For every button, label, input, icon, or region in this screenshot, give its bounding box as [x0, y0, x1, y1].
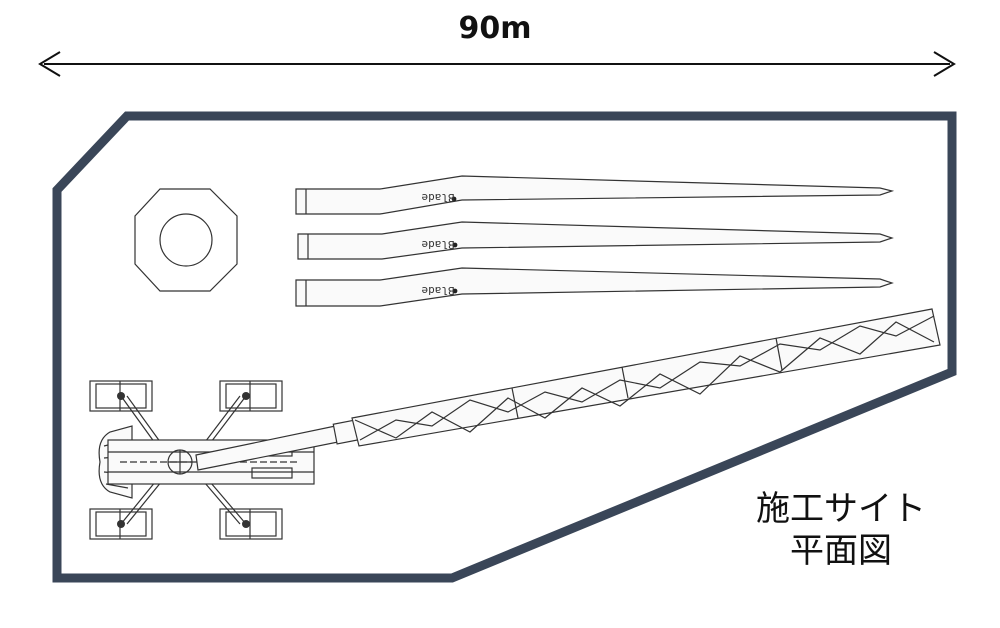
outrigger-pad-bottom-right [219, 508, 283, 540]
outrigger-pad-top-right [219, 380, 283, 412]
blade-3: Blade [295, 267, 894, 307]
dimension-label: 90m [458, 11, 531, 46]
crawler-crane [89, 308, 941, 540]
dimension-arrow [38, 51, 956, 77]
site-boundary [52, 111, 957, 583]
crane-lattice-boom [351, 308, 941, 447]
blade-3-label: Blade [421, 284, 454, 297]
tower-foundation [134, 188, 238, 292]
blade-2-label: Blade [421, 238, 454, 251]
blade-2: Blade [297, 221, 894, 260]
blade-1: Blade [295, 175, 895, 215]
caption-line-1: 施工サイト [756, 489, 926, 529]
blade-1-label: Blade [421, 191, 454, 204]
caption-line-2: 平面図 [790, 531, 892, 571]
